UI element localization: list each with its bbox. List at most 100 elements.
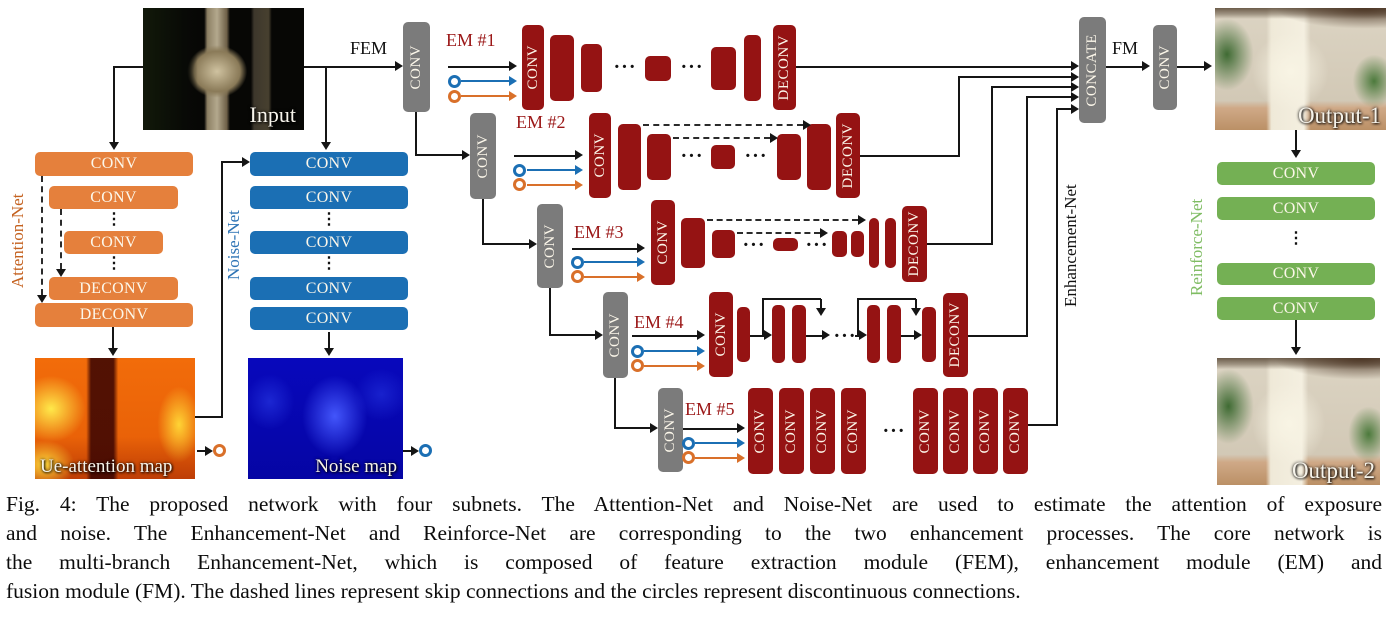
reinforce-conv-1: CONV [1217, 162, 1375, 185]
arrowhead [858, 215, 866, 225]
noise-connector-line [527, 169, 575, 171]
concate-text: CONCATE [1084, 33, 1100, 107]
em5-conv-text: CONV [917, 408, 933, 454]
connector-line [572, 248, 637, 250]
em3-noise-circle [571, 256, 584, 269]
em4-deconv: DECONV [943, 293, 968, 377]
em5-conv-text: CONV [947, 408, 963, 454]
noise-conv-4: CONV [250, 277, 408, 300]
connector-line [114, 66, 143, 68]
arrowhead [529, 239, 537, 249]
em5-conv-1: CONV [748, 388, 773, 474]
em5-conv-text: CONV [845, 408, 861, 454]
connector-line [221, 161, 242, 163]
em5-conv-4: CONV [841, 388, 866, 474]
em3-feature-block [869, 218, 879, 268]
connector-line [113, 66, 115, 142]
reinforce-net-label: Reinforce-Net [1187, 198, 1206, 296]
attention-net-label: Attention-Net [8, 193, 27, 289]
em4-residual-block [772, 305, 785, 363]
em2-feature-block [647, 134, 671, 180]
connector-line [991, 87, 993, 245]
em3-entry-conv: CONV [537, 204, 563, 288]
arrowhead [37, 295, 47, 303]
attention-connector-line [461, 95, 509, 97]
connector-line [958, 77, 960, 157]
em1-deconv: DECONV [773, 25, 796, 110]
em4-entry-conv-text: CONV [607, 312, 623, 358]
connector-line [195, 416, 223, 418]
noise-net-label: Noise-Net [224, 210, 243, 280]
attention-deconv-2: DECONV [35, 303, 193, 327]
noise-connector-line [695, 442, 737, 444]
em2-label: EM #2 [516, 112, 566, 132]
em1-deconv-text: DECONV [776, 34, 792, 101]
em3-attention-circle [571, 270, 584, 283]
skip-connection-dashed [673, 137, 770, 139]
enhancement-net-label: Enhancement-Net [1061, 184, 1080, 308]
caption-line-4: fusion module (FM). The dashed lines rep… [6, 579, 1021, 603]
em1-feature-block [744, 35, 761, 101]
em1-attention-circle [448, 90, 461, 103]
attention-conv-2: CONV [49, 186, 178, 209]
em4-feature-block [737, 307, 750, 362]
attention-discontinuous-circle [213, 444, 226, 457]
em5-entry-conv-text: CONV [662, 407, 678, 453]
em4-deconv-text: DECONV [947, 302, 963, 368]
em4-conv-text: CONV [712, 312, 729, 357]
arrowhead [575, 165, 583, 175]
connector-line [448, 66, 509, 68]
fm-conv-text: CONV [1156, 45, 1173, 90]
arrowhead [637, 257, 645, 267]
connector-line [614, 427, 650, 429]
arrowhead [764, 330, 772, 340]
em2-deconv-text: DECONV [839, 122, 856, 189]
em2-attention-circle [513, 178, 526, 191]
em2-entry-conv: CONV [470, 113, 496, 199]
em2-feature-block [618, 124, 641, 190]
arrowhead [697, 361, 705, 371]
connector-line [112, 327, 114, 348]
ue-attention-map-image: Ue-attention map [35, 358, 195, 479]
arrowhead [575, 180, 583, 190]
output2-label: Output-2 [1291, 458, 1375, 483]
em5-conv-2: CONV [779, 388, 804, 474]
noise-connector-line [584, 261, 637, 263]
attention-deconv-1: DECONV [49, 277, 178, 300]
reinforce-ellipsis: ⋮ [1288, 230, 1304, 247]
connector-line [549, 288, 551, 336]
attention-connector-line [584, 276, 637, 278]
em3-entry-conv-text: CONV [541, 223, 558, 269]
arrowhead [509, 61, 517, 71]
arrowhead [509, 91, 517, 101]
em5-conv-7: CONV [973, 388, 998, 474]
skip-connection-dashed [707, 219, 858, 221]
attention-connector-line [644, 365, 697, 367]
arrowhead [242, 157, 250, 167]
connector-line [750, 335, 764, 337]
connector-line [482, 243, 529, 245]
em5-ellipsis: ··· [882, 420, 906, 442]
arrowhead [395, 61, 403, 71]
input-image: Input [143, 8, 304, 130]
arrowhead [462, 150, 470, 160]
arrowhead [1071, 92, 1079, 102]
fm-conv-block: CONV [1153, 25, 1177, 110]
arrowhead [411, 446, 419, 456]
em1-bottleneck-block [645, 56, 671, 81]
arrowhead [1071, 82, 1079, 92]
em2-ellipsis: ··· [744, 145, 768, 167]
connector-line [927, 243, 992, 245]
arrowhead [637, 272, 645, 282]
arrowhead [911, 308, 921, 316]
arrowhead [324, 348, 334, 356]
connector-line [860, 155, 960, 157]
em1-feature-block [550, 35, 574, 101]
arrowhead [737, 438, 745, 448]
arrowhead [1071, 61, 1079, 71]
em4-noise-circle [631, 345, 644, 358]
em3-deconv: DECONV [902, 206, 927, 282]
connector-line [514, 155, 575, 157]
connector-line [197, 450, 205, 452]
em5-entry-conv: CONV [658, 388, 683, 472]
